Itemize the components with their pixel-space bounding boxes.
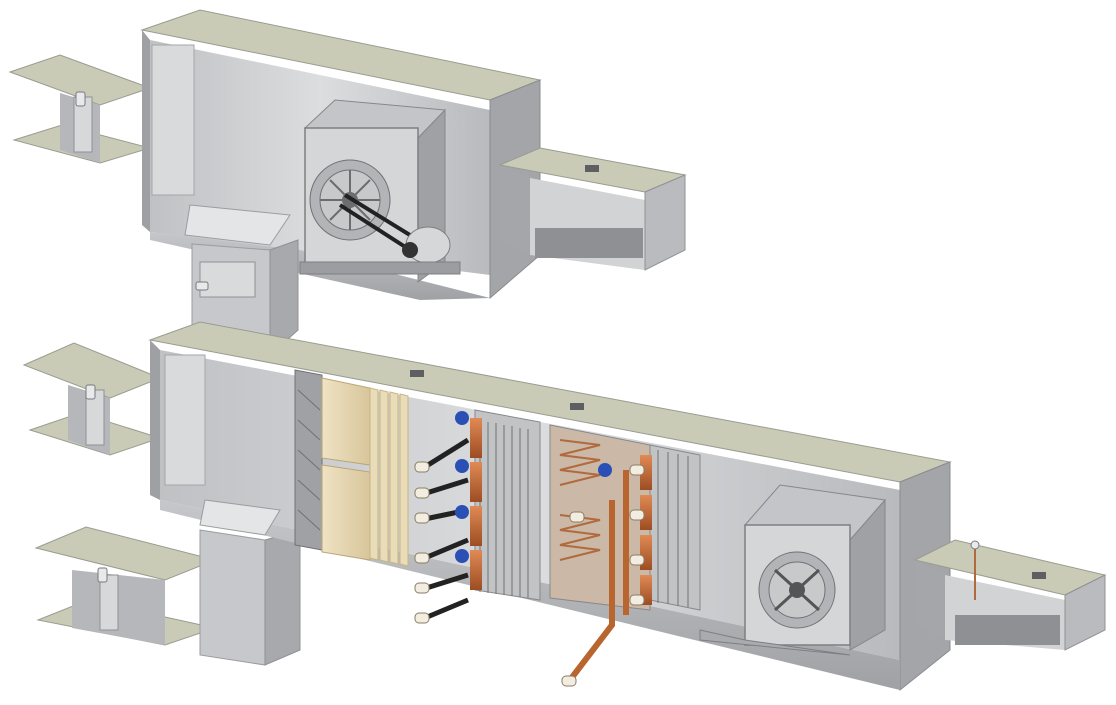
return-fan-section [140, 9, 542, 300]
middle-left-inlet-duct [22, 342, 162, 456]
upper-outlet-duct [498, 147, 687, 271]
damper-actuator-icon [195, 281, 209, 291]
motor-icon [402, 226, 451, 264]
bag-filter [321, 377, 409, 567]
supply-fan-section [699, 484, 886, 656]
sensor-icon [585, 165, 599, 172]
sensor-icon [410, 370, 584, 410]
heating-coil [414, 409, 541, 624]
upper-left-inlet-duct [8, 54, 152, 164]
main-air-handler [148, 321, 952, 692]
prefilter [294, 369, 323, 551]
upper-fan-housing [299, 99, 461, 283]
damper-actuator-icon [75, 91, 86, 107]
control-valve-icon [455, 411, 469, 563]
damper-actuator-icon [85, 384, 96, 400]
sensor-icon [970, 540, 1046, 579]
lower-left-inlet-duct [34, 526, 301, 666]
damper-actuator-icon [97, 567, 108, 583]
mixing-box [164, 354, 281, 536]
control-valve-icon [598, 463, 612, 477]
lower-outlet-duct [913, 539, 1107, 651]
cooling-coil [549, 424, 701, 687]
